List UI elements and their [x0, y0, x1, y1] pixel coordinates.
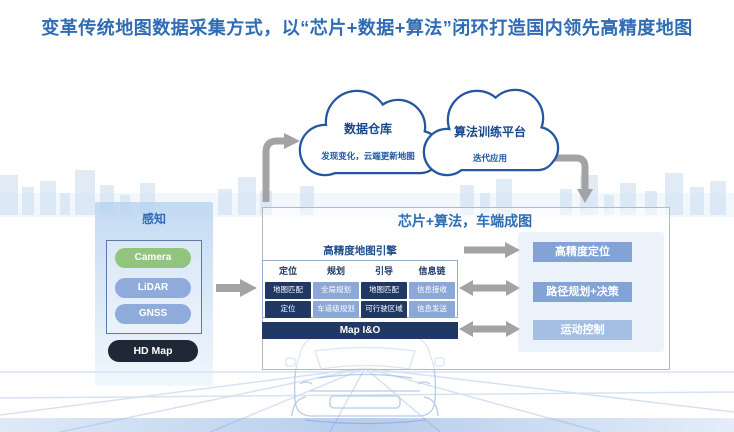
engine-cell-map-matching: 地图匹配: [265, 282, 311, 299]
bottom-gradient-decoration: [0, 418, 734, 432]
perception-panel: 感知 Camera LiDAR GNSS HD Map: [95, 202, 213, 386]
output-motion-control: 运动控制: [533, 320, 632, 340]
engine-col-header-planning: 规划: [326, 266, 345, 276]
engine-cell-lane-planning: 车道级规划: [313, 301, 359, 318]
sensor-pill-lidar: LiDAR: [115, 278, 191, 298]
sensor-box: Camera LiDAR GNSS: [106, 240, 202, 334]
engine-cell-info-send: 信息发送: [409, 301, 455, 318]
engine-cell-info-receive: 信息接收: [409, 282, 455, 299]
perception-title: 感知: [141, 212, 166, 226]
engine-cell-positioning: 定位: [265, 301, 311, 318]
engine-table: 定位 规划 引导 信息链 地图匹配 全局规划 地图匹配 信息接收 定位 车道级规…: [262, 260, 458, 318]
cloud-training-subtitle: 迭代应用: [472, 153, 507, 163]
sensor-pill-gnss: GNSS: [115, 304, 191, 324]
engine-col-header-positioning: 定位: [278, 266, 297, 276]
engine-col-header-guidance: 引导: [374, 266, 393, 276]
engine-cell-map-matching-2: 地图匹配: [361, 282, 407, 299]
cloud-training-title: 算法训练平台: [453, 125, 526, 139]
map-io-bar: Map I&O: [262, 322, 458, 339]
sensor-pill-camera: Camera: [115, 248, 191, 268]
hd-map-pill: HD Map: [108, 340, 198, 362]
output-path-planning-decision: 路径规划+决策: [533, 282, 632, 302]
engine-cell-drivable-area: 可行驶区域: [361, 301, 407, 318]
engine-col-header-info-chain: 信息链: [418, 266, 446, 276]
vehicle-box-title: 芯片+算法，车端成图: [397, 213, 533, 229]
cloud-warehouse-title: 数据仓库: [343, 122, 392, 136]
engine-cell-global-planning: 全局规划: [313, 282, 359, 299]
page-title: 变革传统地图数据采集方式，以“芯片+数据+算法”闭环打造国内领先高精度地图: [41, 18, 693, 38]
cloud-warehouse-subtitle: 发现变化，云端更新地图: [321, 151, 415, 161]
output-high-precision-positioning: 高精度定位: [533, 242, 632, 262]
engine-title: 高精度地图引擎: [323, 245, 397, 257]
